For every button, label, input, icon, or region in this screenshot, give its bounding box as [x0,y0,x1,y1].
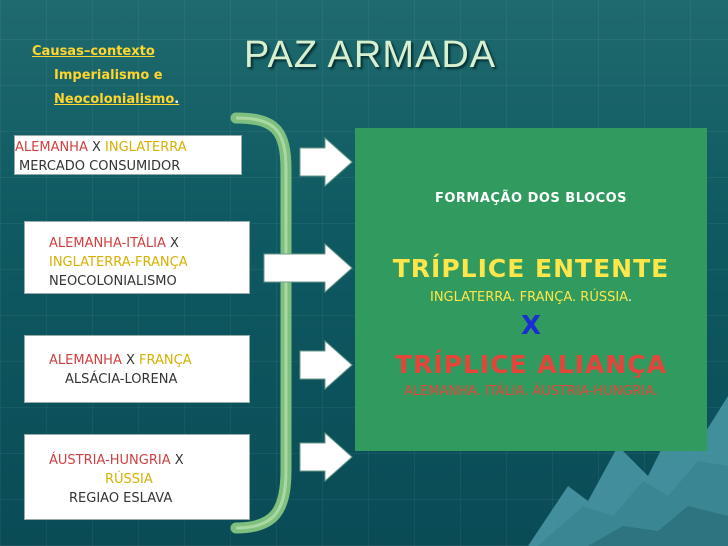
card-3-country-a: ALEMANHA [49,353,122,368]
page-title: PAZ ARMADA [244,34,497,76]
causes-heading: Causas–contexto [32,44,155,59]
card-1-country-b: INGLATERRA [105,140,187,155]
card-2-country-b: INGLATERRA-FRANÇA [49,255,188,270]
entente-title: TRÍPLICE ENTENTE [392,254,670,283]
card-2-country-a: ALEMANHA-ITÁLIA [49,236,166,251]
card-4-country-b-line: RÚSSIA [49,470,249,489]
conflict-card-1: ALEMANHA X INGLATERRA MERCADO CONSUMIDOR [14,135,242,175]
card-3-versus: X [121,353,140,368]
arrow-3 [299,339,353,391]
conflict-card-2: ALEMANHA-ITÁLIA X INGLATERRA-FRANÇA NEOC… [24,221,250,294]
card-4-country-a: ÁUSTRIA-HUNGRIA [49,453,171,468]
entente-countries: INGLATERRA. FRANÇA. RÚSSIA [430,290,628,305]
blocs-panel: FORMAÇÃO DOS BLOCOS TRÍPLICE ENTENTE ING… [355,128,707,451]
bracket-highlight [235,116,288,530]
alianca-countries: ALEMANHA. ITÁLIA. ÁUSTRIA-HUNGRIA. [403,384,659,399]
causes-line-2-end: . [174,92,180,107]
card-3-country-b: FRANÇA [139,353,192,368]
card-3-title: ALEMANHA X FRANÇA [49,351,249,370]
arrow-2 [263,242,353,294]
panel-heading: FORMAÇÃO DOS BLOCOS [434,191,628,206]
conflict-card-3: ALEMANHA X FRANÇA ALSÁCIA-LORENA [24,335,250,403]
alianca-title: TRÍPLICE ALIANÇA [395,350,667,379]
card-4-versus: X [170,453,184,468]
card-4-country-b: RÚSSIA [105,472,153,487]
versus-mark: X [520,311,542,341]
card-1-title: ALEMANHA X INGLATERRA [15,138,241,157]
causes-line-2-text: Neocolonialismo [54,92,175,107]
entente-countries-line: INGLATERRA. FRANÇA. RÚSSIA. [355,290,707,305]
card-4-desc: REGIAO ESLAVA [69,491,173,506]
arrow-1 [299,136,353,188]
card-2-country-b-line: INGLATERRA-FRANÇA [49,253,249,272]
causes-line-2: Neocolonialismo. [54,88,179,112]
conflict-card-4: ÁUSTRIA-HUNGRIA X RÚSSIA REGIAO ESLAVA [24,434,250,520]
arrow-4 [299,431,353,483]
card-1-versus: X [87,140,106,155]
causes-line-1: Imperialismo e [54,68,163,83]
card-3-desc: ALSÁCIA-LORENA [65,372,178,387]
card-2-versus: X [165,236,179,251]
card-2-desc: NEOCOLONIALISMO [49,274,177,289]
card-2-title: ALEMANHA-ITÁLIA X [49,234,249,253]
card-1-desc: MERCADO CONSUMIDOR [19,159,181,174]
causes-context: Causas–contexto Imperialismo e Neocoloni… [32,40,179,112]
entente-end: . [627,290,632,305]
card-4-title: ÁUSTRIA-HUNGRIA X [49,451,249,470]
card-1-country-a: ALEMANHA [15,140,88,155]
